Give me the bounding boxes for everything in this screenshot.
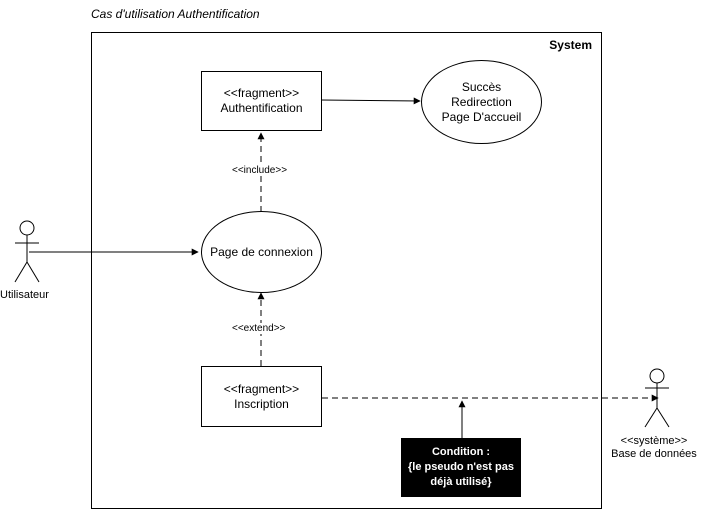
include-label: <<include>> — [231, 165, 289, 176]
db-actor-label: Base de données — [611, 448, 697, 460]
usecase-success[interactable]: Succès Redirection Page D'accueil — [421, 60, 542, 144]
login-name: Page de connexion — [210, 244, 313, 259]
auth-name: Authentification — [220, 101, 303, 115]
system-label: System — [549, 38, 592, 52]
user-actor-label: Utilisateur — [0, 289, 49, 301]
extend-label: <<extend>> — [231, 323, 287, 334]
usecase-inscription[interactable]: <<fragment>> Inscription — [201, 366, 322, 427]
success-line-2: Redirection — [451, 94, 512, 109]
success-line-1: Succès — [461, 79, 502, 94]
note-line-2: {le pseudo n'est pas — [408, 461, 514, 473]
condition-note[interactable]: Condition : {le pseudo n'est pas déjà ut… — [401, 438, 521, 497]
signup-name: Inscription — [234, 396, 289, 411]
db-actor-stereotype: <<système>> — [620, 435, 688, 447]
note-line-1: Condition : — [431, 446, 491, 458]
user-actor-icon — [14, 220, 40, 283]
signup-stereotype: <<fragment>> — [223, 381, 300, 396]
note-line-3: déjà utilisé} — [430, 476, 492, 488]
database-actor-icon — [644, 368, 670, 428]
diagram-title: Cas d'utilisation Authentification — [91, 7, 260, 21]
usecase-authentification[interactable]: <<fragment>> Authentification — [201, 71, 322, 131]
usecase-page-de-connexion[interactable]: Page de connexion — [201, 211, 322, 293]
auth-stereotype: <<fragment>> — [223, 86, 300, 100]
auth-to-success-arrow — [320, 97, 421, 105]
success-line-3: Page D'accueil — [441, 109, 522, 124]
